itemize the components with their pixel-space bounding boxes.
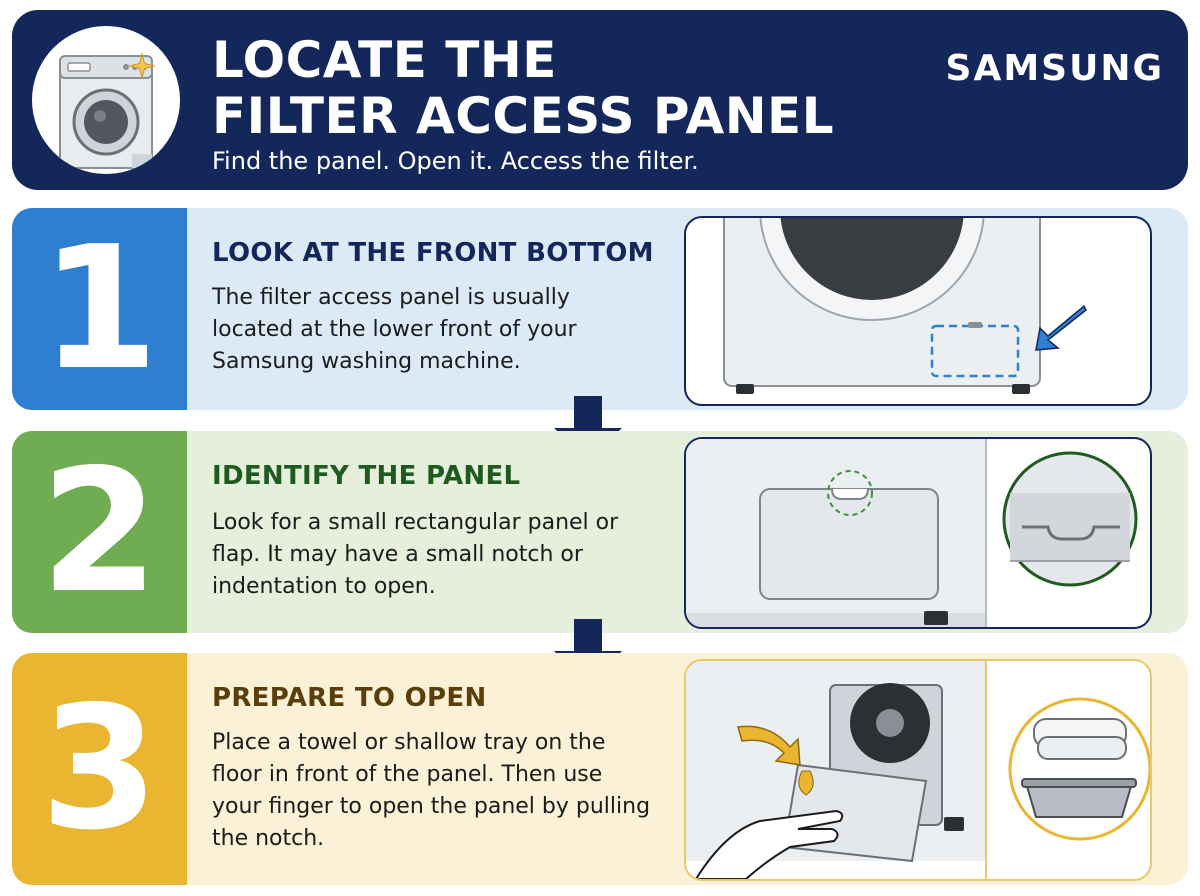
sparkle-icon <box>128 52 156 80</box>
tray-icon <box>1021 778 1137 818</box>
step-2-illustration <box>684 437 1152 629</box>
step-1-description: The filter access panel is usually locat… <box>212 285 577 374</box>
towel-icon <box>1033 718 1127 760</box>
step-1-card: 1 LOOK AT THE FRONT BOTTOM The filter ac… <box>12 208 1188 410</box>
step-2-card: 2 IDENTIFY THE PANEL Look for a small re… <box>12 431 1188 633</box>
step-3-card: 3 PREPARE TO OPEN Place a towel or shall… <box>12 653 1188 885</box>
step-3-number: 3 <box>12 653 187 885</box>
title-line-1: LOCATE THE <box>212 31 557 89</box>
hand-icon <box>694 809 844 879</box>
header-banner: LOCATE THE FILTER ACCESS PANEL Find the … <box>12 10 1188 190</box>
page-title: LOCATE THE FILTER ACCESS PANEL <box>212 32 834 144</box>
step-3-title: PREPARE TO OPEN <box>212 683 487 713</box>
step-2-number: 2 <box>12 431 187 633</box>
step-3-illustration <box>684 659 1152 881</box>
brand-logo: SAMSUNG <box>945 48 1164 89</box>
pointer-arrow-icon <box>1035 304 1087 351</box>
down-arrow-icon <box>554 396 622 462</box>
step-1-illustration <box>684 216 1152 406</box>
step-3-description: Place a towel or shallow tray on the flo… <box>212 730 651 851</box>
step-2-title: IDENTIFY THE PANEL <box>212 461 521 491</box>
pointer-arrow-icon <box>737 725 814 796</box>
step-2-description: Look for a small rectangular panel or fl… <box>212 510 619 599</box>
page-subtitle: Find the panel. Open it. Access the filt… <box>212 147 699 175</box>
step-1-number: 1 <box>12 208 187 410</box>
title-line-2: FILTER ACCESS PANEL <box>212 87 835 145</box>
step-1-title: LOOK AT THE FRONT BOTTOM <box>212 238 654 268</box>
down-arrow-icon <box>554 619 622 685</box>
washing-machine-icon <box>32 26 180 174</box>
